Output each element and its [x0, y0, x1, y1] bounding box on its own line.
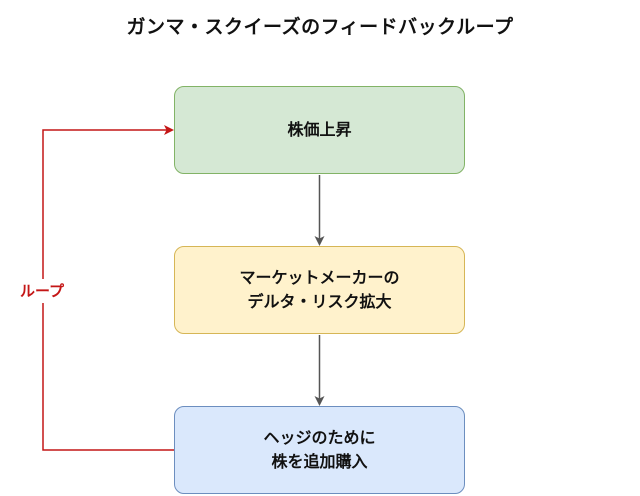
- node-delta-expand-label-line1: マーケットメーカーの: [239, 268, 400, 287]
- loop-label: ループ: [10, 279, 74, 303]
- node-stock-rise-label: 株価上昇: [287, 120, 352, 139]
- node-delta-expand-label-line2: デルタ・リスク拡大: [247, 292, 392, 311]
- node-stock-rise: 株価上昇: [174, 86, 465, 174]
- node-hedge-buy-label-line2: 株を追加購入: [271, 452, 368, 471]
- node-delta-expand: マーケットメーカーの デルタ・リスク拡大: [174, 246, 465, 334]
- node-hedge-buy: ヘッジのために 株を追加購入: [174, 406, 465, 494]
- node-hedge-buy-label-line1: ヘッジのために: [263, 428, 376, 447]
- diagram-title: ガンマ・スクイーズのフィードバックループ: [126, 16, 514, 38]
